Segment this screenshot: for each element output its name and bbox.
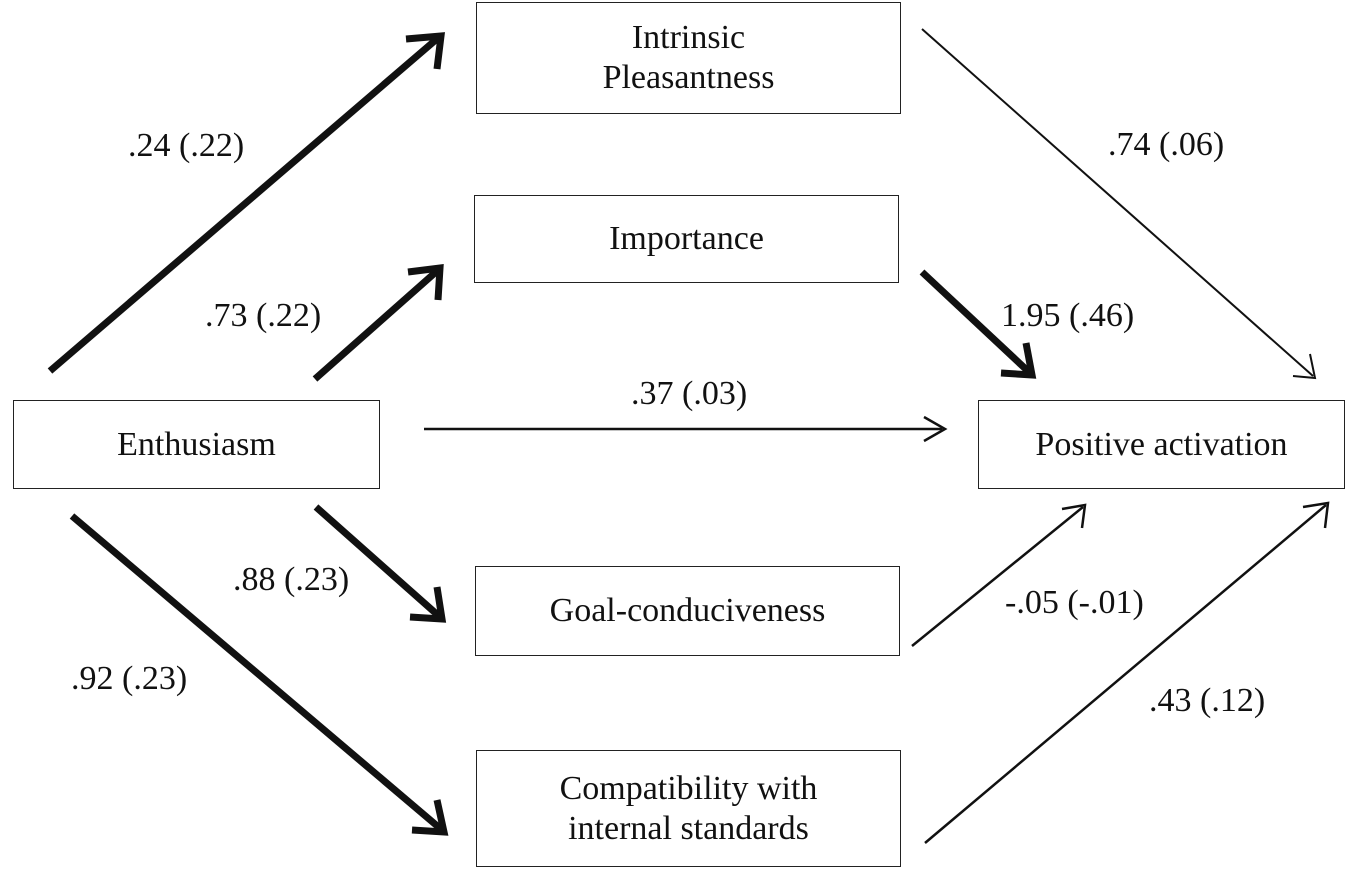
arrow-goal-conduciveness-to-positive-activation (911, 503, 1087, 647)
coef-enthusiasm-compatibility: .92 (.23) (71, 660, 188, 697)
node-compatibility-line2: internal standards (568, 809, 809, 847)
coef-enthusiasm-importance: .73 (.22) (205, 297, 322, 334)
node-enthusiasm: Enthusiasm (13, 400, 380, 489)
node-intrinsic-pleasantness-line2: Pleasantness (602, 59, 775, 96)
node-enthusiasm-label: Enthusiasm (117, 425, 276, 463)
arrow-compatibility-to-positive-activation (924, 501, 1330, 844)
node-compatibility-line1: Compatibility with (559, 769, 818, 807)
coef-enthusiasm-intrinsic: .24 (.22) (128, 127, 245, 164)
node-goal-conduciveness-label: Goal-conduciveness (549, 592, 826, 629)
coef-importance-positive-activation: 1.95 (.46) (1001, 297, 1135, 334)
arrow-enthusiasm-to-importance (312, 264, 444, 382)
coef-goal-conduciveness-positive-activation: -.05 (-.01) (1005, 584, 1144, 621)
node-positive-activation-label: Positive activation (1035, 425, 1288, 463)
node-positive-activation: Positive activation (978, 400, 1345, 489)
node-importance: Importance (474, 195, 899, 283)
arrow-enthusiasm-to-goal-conduciveness (313, 504, 447, 623)
arrow-importance-to-positive-activation (919, 269, 1037, 379)
arrow-enthusiasm-to-positive-activation (424, 415, 948, 443)
node-goal-conduciveness: Goal-conduciveness (475, 566, 900, 656)
arrow-enthusiasm-to-intrinsic-pleasantness (47, 32, 445, 374)
node-compatibility: Compatibility with internal standards (476, 750, 901, 867)
arrow-enthusiasm-to-compatibility (69, 513, 449, 836)
node-intrinsic-pleasantness: Intrinsic Pleasantness (476, 2, 901, 114)
node-intrinsic-pleasantness-line1: Intrinsic (631, 19, 746, 56)
coef-enthusiasm-goal-conduciveness: .88 (.23) (233, 561, 350, 598)
coef-intrinsic-positive-activation: .74 (.06) (1108, 126, 1225, 163)
arrow-intrinsic-pleasantness-to-positive-activation (921, 28, 1317, 380)
coef-compatibility-positive-activation: .43 (.12) (1149, 682, 1266, 719)
coef-enthusiasm-positive-activation: .37 (.03) (631, 375, 748, 412)
node-importance-label: Importance (609, 220, 764, 257)
